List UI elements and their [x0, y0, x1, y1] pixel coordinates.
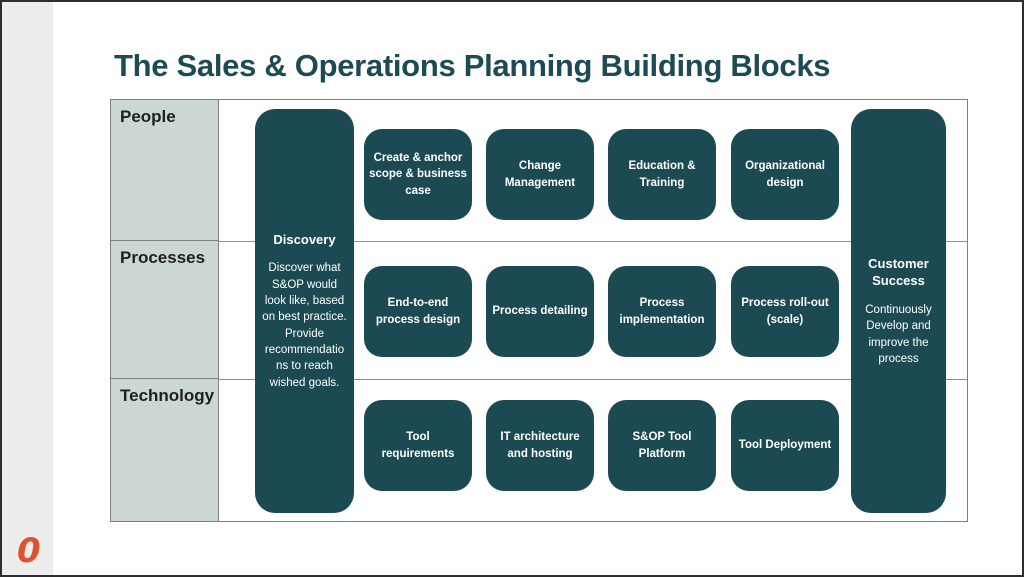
- block-it-architecture-hosting: IT architecture and hosting: [486, 400, 594, 491]
- customer-success-title: Customer Success: [868, 255, 929, 289]
- row-label-technology: Technology: [120, 386, 215, 405]
- left-margin-strip: [2, 2, 53, 575]
- logo-o-icon: 0: [17, 531, 41, 571]
- discovery-title: Discovery: [273, 231, 336, 247]
- slide-title: The Sales & Operations Planning Building…: [114, 48, 831, 83]
- block-process-implementation: Process implementation: [608, 266, 716, 357]
- row-label-processes: Processes: [111, 241, 218, 379]
- block-create-anchor-scope: Create & anchor scope & business case: [364, 129, 472, 220]
- row-divider-2: [111, 379, 967, 380]
- building-blocks-matrix: People Processes Technology Discovery Di…: [110, 99, 968, 522]
- discovery-body: Discover what S&OP would look like, base…: [262, 262, 347, 389]
- block-tool-requirements: Tool requirements: [364, 400, 472, 491]
- block-tool-deployment: Tool Deployment: [731, 400, 839, 491]
- block-change-management: Change Management: [486, 129, 594, 220]
- block-end-to-end-process-design: End-to-end process design: [364, 266, 472, 357]
- row-label-column: People Processes Technology: [111, 100, 219, 521]
- row-divider-1: [111, 241, 967, 242]
- row-label-people: People: [111, 100, 218, 241]
- customer-success-body: Continuously Develop and improve the pro…: [865, 303, 932, 365]
- customer-success-block: Customer Success Continuously Develop an…: [851, 109, 946, 513]
- block-process-roll-out: Process roll-out (scale): [731, 266, 839, 357]
- discovery-block: Discovery Discover what S&OP would look …: [255, 109, 354, 513]
- block-education-training: Education & Training: [608, 129, 716, 220]
- block-sop-tool-platform: S&OP Tool Platform: [608, 400, 716, 491]
- block-process-detailing: Process detailing: [486, 266, 594, 357]
- block-organizational-design: Organizational design: [731, 129, 839, 220]
